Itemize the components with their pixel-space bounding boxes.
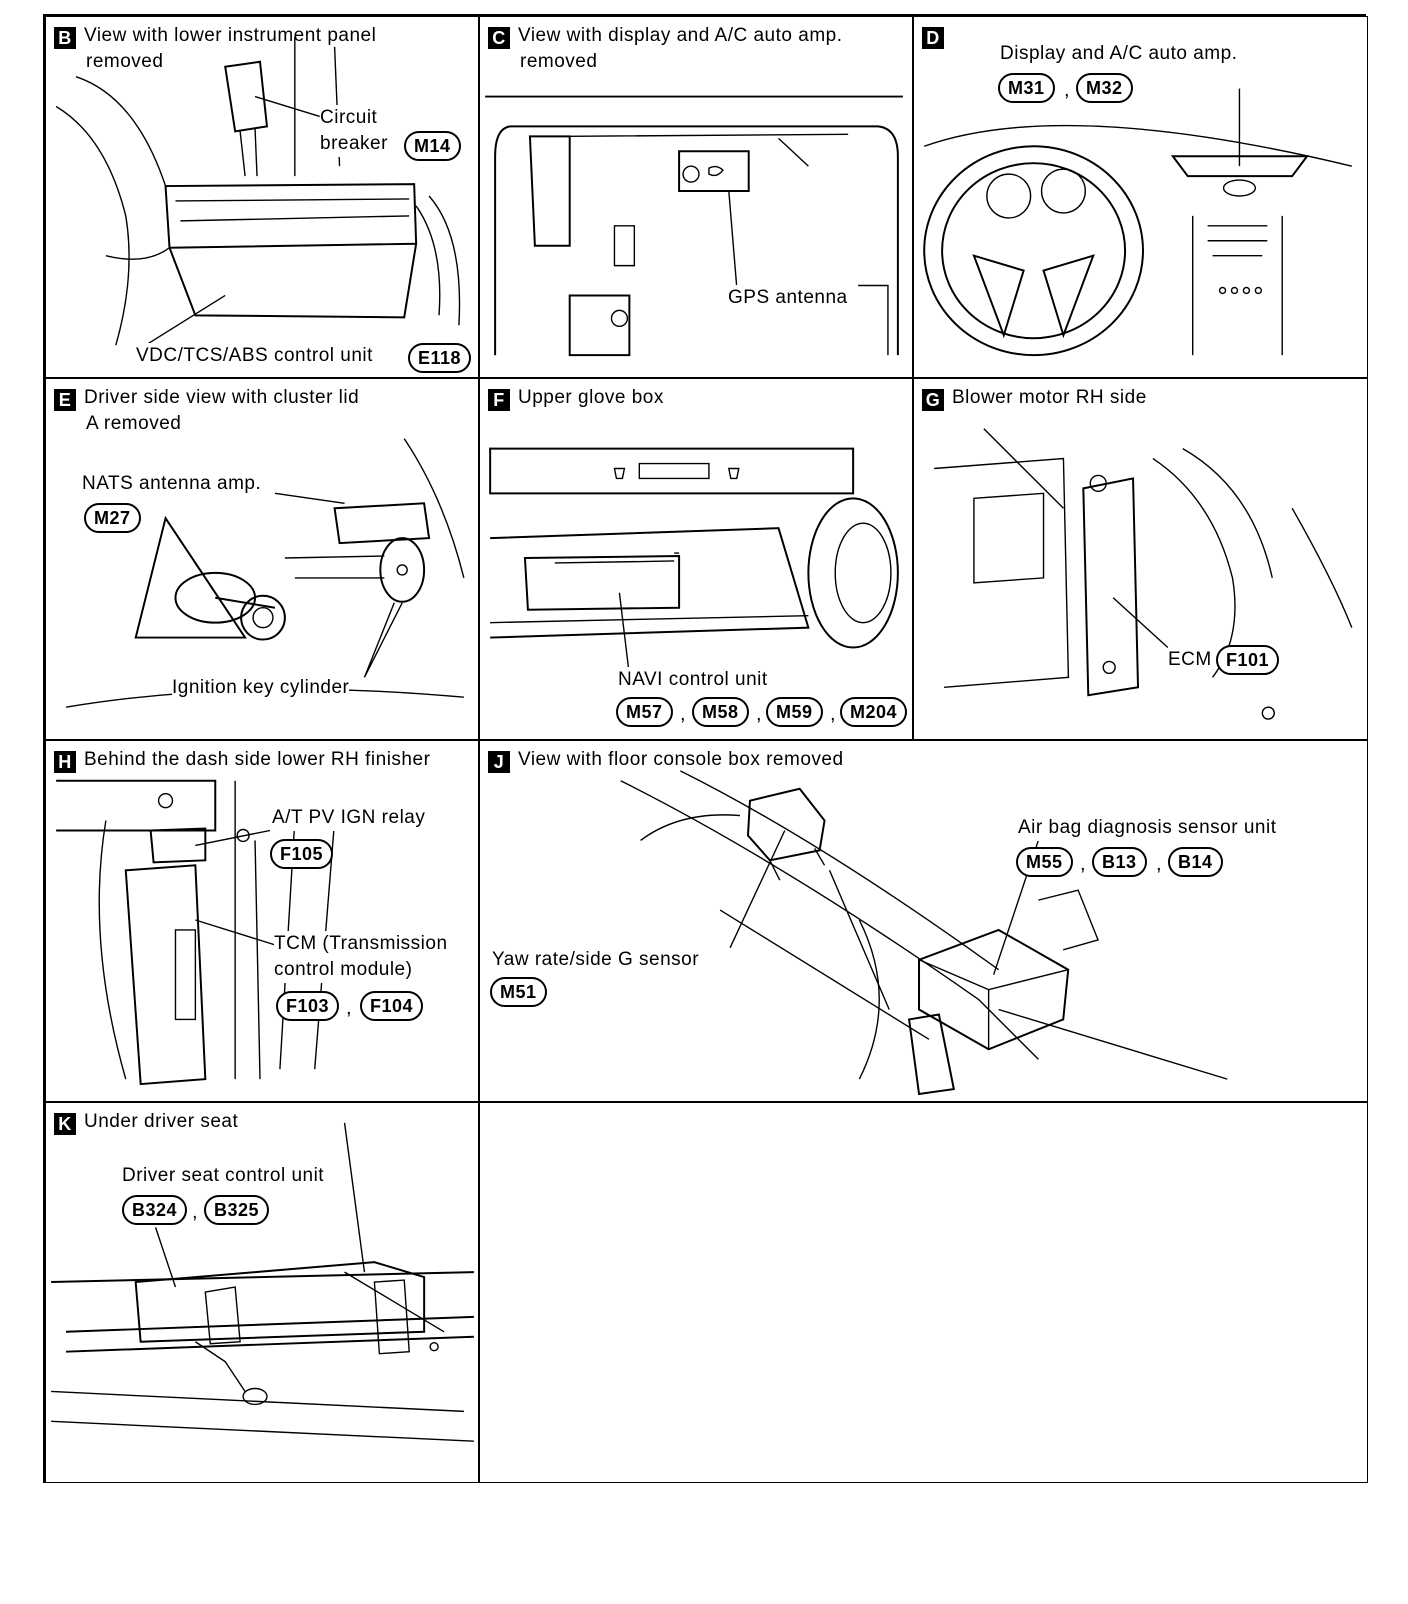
connector-b13: B13 — [1092, 847, 1147, 877]
panel-b-title: View with lower instrument panel — [84, 25, 377, 46]
yaw-rate-sensor-label: Yaw rate/side G sensor — [492, 947, 700, 973]
panel-k-title: Under driver seat — [84, 1111, 239, 1132]
panel-f-illustration — [489, 447, 899, 676]
separator: , — [830, 703, 836, 725]
panel-g-letter: G — [922, 389, 944, 411]
panel-c-illustration — [485, 95, 903, 357]
connector-f101: F101 — [1216, 645, 1280, 675]
panel-j-illustration — [620, 770, 1228, 1096]
panel-k-illustration — [51, 1122, 474, 1442]
component-location-grid: B View with lower instrument panel remove… — [43, 14, 1368, 1483]
connector-e118: E118 — [408, 343, 472, 373]
panel-j: J View with floor console box removed Air… — [479, 740, 1368, 1102]
panel-g-title: Blower motor RH side — [952, 387, 1147, 408]
connector-m31: M31 — [998, 73, 1055, 103]
separator: , — [680, 703, 686, 725]
panel-g-illustration — [934, 428, 1353, 720]
panel-h-letter: H — [54, 751, 76, 773]
panel-j-title: View with floor console box removed — [518, 749, 844, 770]
panel-e: E Driver side view with cluster lid A rem… — [45, 378, 479, 740]
panel-e-letter: E — [54, 389, 76, 411]
panel-b: B View with lower instrument panel remove… — [45, 16, 479, 378]
separator: , — [1156, 853, 1162, 875]
tcm-label: TCM (Transmission — [274, 931, 448, 957]
connector-m59: M59 — [766, 697, 823, 727]
ecm-label: ECM — [1168, 647, 1212, 673]
display-ac-amp-label: Display and A/C auto amp. — [1000, 41, 1238, 67]
driver-seat-control-unit-label: Driver seat control unit — [122, 1163, 325, 1189]
connector-b14: B14 — [1168, 847, 1223, 877]
panel-c: C View with display and A/C auto amp. rem… — [479, 16, 913, 378]
separator: , — [756, 703, 762, 725]
panel-c-title-line2: removed — [520, 51, 598, 72]
connector-m58: M58 — [692, 697, 749, 727]
navi-control-unit-label: NAVI control unit — [618, 667, 768, 693]
connector-m204: M204 — [840, 697, 908, 727]
airbag-sensor-unit-label: Air bag diagnosis sensor unit — [1018, 815, 1277, 841]
panel-f-letter: F — [488, 389, 510, 411]
panel-e-title-line2: A removed — [86, 413, 182, 434]
gps-antenna-label: GPS antenna — [728, 285, 848, 311]
connector-f105: F105 — [270, 839, 334, 869]
ignition-key-cylinder-label: Ignition key cylinder — [172, 675, 350, 701]
panel-d-illustration — [923, 88, 1352, 357]
connector-f104: F104 — [360, 991, 424, 1021]
circuit-breaker-label: Circuit — [320, 105, 378, 131]
separator: , — [346, 997, 352, 1019]
panel-e-title: Driver side view with cluster lid — [84, 387, 360, 408]
panel-d-letter: D — [922, 27, 944, 49]
at-pv-ign-relay-label: A/T PV IGN relay — [272, 805, 426, 831]
panel-c-title: View with display and A/C auto amp. — [518, 25, 843, 46]
panel-d: D Display and A/C auto amp. M31 , M32 — [913, 16, 1368, 378]
circuit-breaker-label-2: breaker — [320, 131, 388, 157]
panel-f: F Upper glove box NAVI control unit M57 ,… — [479, 378, 913, 740]
panel-f-title: Upper glove box — [518, 387, 664, 408]
connector-b325: B325 — [204, 1195, 270, 1225]
connector-m32: M32 — [1076, 73, 1133, 103]
vdc-control-unit-label: VDC/TCS/ABS control unit — [136, 343, 373, 369]
connector-m27: M27 — [84, 503, 141, 533]
panel-empty — [479, 1102, 1368, 1483]
panel-b-letter: B — [54, 27, 76, 49]
panel-h-illustration — [56, 779, 336, 1086]
connector-m51: M51 — [490, 977, 547, 1007]
tcm-label-2: control module) — [274, 957, 413, 983]
panel-k-letter: K — [54, 1113, 76, 1135]
separator: , — [1064, 79, 1070, 101]
connector-m14: M14 — [404, 131, 461, 161]
connector-m57: M57 — [616, 697, 673, 727]
connector-m55: M55 — [1016, 847, 1073, 877]
connector-b324: B324 — [122, 1195, 188, 1225]
panel-h-title: Behind the dash side lower RH finisher — [84, 749, 431, 770]
panel-g: G Blower motor RH side ECM F101 — [913, 378, 1368, 740]
separator: , — [192, 1201, 198, 1223]
panel-k: K Under driver seat Driver seat control u… — [45, 1102, 479, 1483]
connector-f103: F103 — [276, 991, 340, 1021]
separator: , — [1080, 853, 1086, 875]
panel-j-letter: J — [488, 751, 510, 773]
nats-antenna-amp-label: NATS antenna amp. — [82, 471, 262, 497]
panel-b-title-line2: removed — [86, 51, 164, 72]
panel-c-letter: C — [488, 27, 510, 49]
